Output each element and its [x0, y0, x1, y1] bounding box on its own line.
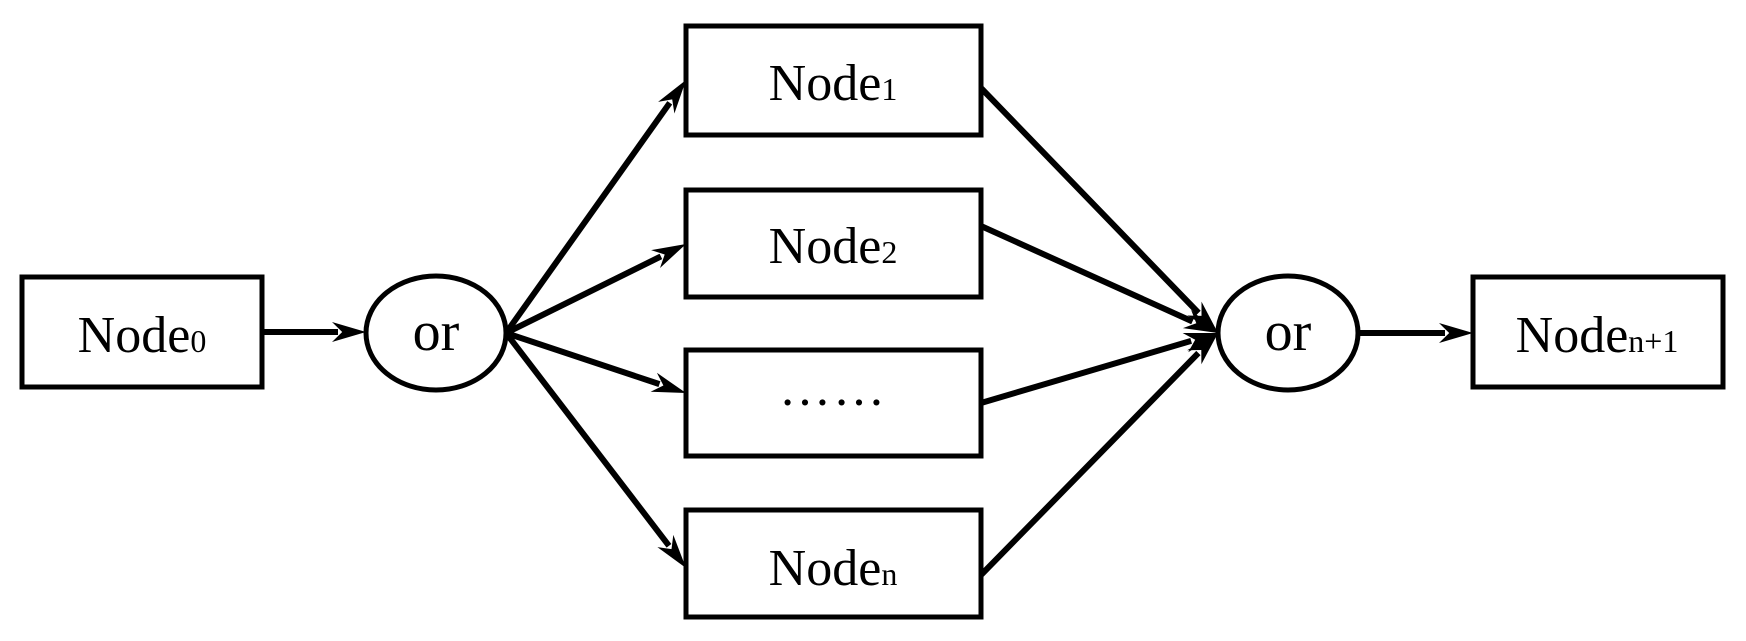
svg-text:Node1: Node1	[769, 55, 898, 112]
svg-text:Node2: Node2	[769, 218, 898, 275]
node-n-plus-1-label: Node	[1516, 307, 1629, 364]
arrowhead-split-to-node1	[658, 80, 686, 114]
arrowhead-join-to-noden1	[1439, 323, 1473, 343]
arrowhead-noden-to-join	[1187, 333, 1218, 365]
edge-split-to-node1	[503, 101, 673, 335]
ellipsis-box: ……	[683, 347, 984, 459]
node-1-label: Node	[769, 55, 882, 112]
arrowhead-node1-to-join	[1187, 301, 1218, 333]
node-2-subscript: 2	[881, 234, 897, 270]
edges	[262, 80, 1473, 578]
edge-split-to-node2	[504, 253, 663, 336]
arrowhead-node2-to-join	[1182, 309, 1218, 333]
edge-split-to-ellipsis	[505, 330, 661, 387]
node-n-box: Noden	[683, 507, 984, 620]
svg-text:Noden: Noden	[769, 540, 898, 597]
arrowhead-split-to-ellipsis	[650, 372, 686, 393]
node-1-box: Node1	[683, 23, 984, 138]
or-join-gate: or	[1215, 273, 1361, 393]
node-n-plus-1-subscript: n+1	[1628, 323, 1678, 359]
or-join-label: or	[1265, 301, 1312, 363]
arrowhead-node0-to-split	[332, 322, 366, 342]
edge-node1-to-join	[978, 85, 1201, 315]
edge-noden-to-join	[978, 350, 1201, 578]
edge-ellipsis-to-join	[980, 338, 1192, 406]
arrowhead-split-to-noden	[657, 534, 686, 568]
or-split-gate: or	[363, 273, 509, 393]
or-split-label: or	[413, 301, 460, 363]
ellipsis-label: ……	[779, 360, 887, 417]
node-0-label: Node	[78, 307, 191, 364]
arrowhead-split-to-node2	[651, 244, 686, 268]
edge-node2-to-join	[979, 223, 1194, 325]
node-n-subscript: n	[881, 556, 897, 592]
node-0-subscript: 0	[190, 323, 206, 359]
svg-text:Node0: Node0	[78, 307, 207, 364]
arrowhead-ellipsis-to-join	[1182, 333, 1218, 353]
svg-text:Noden+1: Noden+1	[1516, 307, 1679, 364]
node-0-box: Node0	[19, 274, 265, 390]
node-2-box: Node2	[683, 187, 984, 300]
edge-split-to-noden	[503, 331, 672, 548]
node-1-subscript: 1	[881, 71, 897, 107]
node-n-label: Node	[769, 540, 882, 597]
node-2-label: Node	[769, 218, 882, 275]
node-n-plus-1-box: Noden+1	[1470, 274, 1726, 390]
